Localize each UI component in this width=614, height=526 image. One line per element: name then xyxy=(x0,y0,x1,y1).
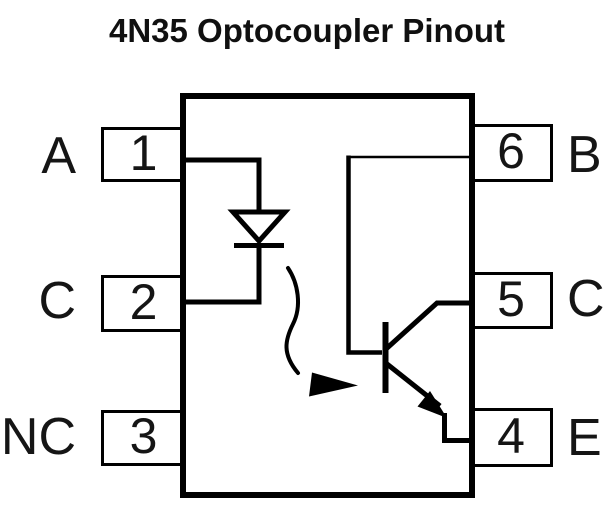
light-arrow-squiggle xyxy=(284,266,301,375)
emitter-arrow-head xyxy=(417,391,447,418)
pin-number-4: 4 xyxy=(497,407,525,464)
pin-number-3: 3 xyxy=(129,408,158,464)
pin-box-2: 2 xyxy=(101,275,183,332)
npn-phototransistor-symbol xyxy=(346,155,472,443)
pin-label-b: B xyxy=(567,126,602,184)
pin-box-4: 4 xyxy=(472,408,553,467)
pin-label-c-anode-side: C xyxy=(38,271,76,330)
led-anode-wire xyxy=(181,157,262,213)
pin-label-nc: NC xyxy=(0,408,76,466)
led-triangle xyxy=(227,209,291,245)
collector-wire xyxy=(384,300,472,351)
pin-label-a: A xyxy=(41,126,76,185)
base-wire xyxy=(346,155,382,355)
pin-number-1: 1 xyxy=(129,124,158,181)
pin-number-2: 2 xyxy=(129,273,158,330)
page-title: 4N35 Optocoupler Pinout xyxy=(108,12,506,49)
light-arrow-head xyxy=(309,372,358,397)
pin-label-c-collector: C xyxy=(567,269,605,328)
pin-box-3: 3 xyxy=(101,410,183,466)
led-cathode-wire xyxy=(181,244,262,305)
pin-number-5: 5 xyxy=(497,270,525,327)
led-diode-symbol xyxy=(181,157,291,305)
pin-label-e: E xyxy=(567,408,602,467)
ic-body-outline xyxy=(180,93,475,498)
emitter-tail-wire xyxy=(442,413,472,443)
pin-box-5: 5 xyxy=(472,272,553,329)
pin-box-1: 1 xyxy=(101,127,183,182)
light-arrow-icon xyxy=(284,266,358,397)
pin-number-6: 6 xyxy=(497,123,525,179)
pin-box-6: 6 xyxy=(472,124,553,182)
